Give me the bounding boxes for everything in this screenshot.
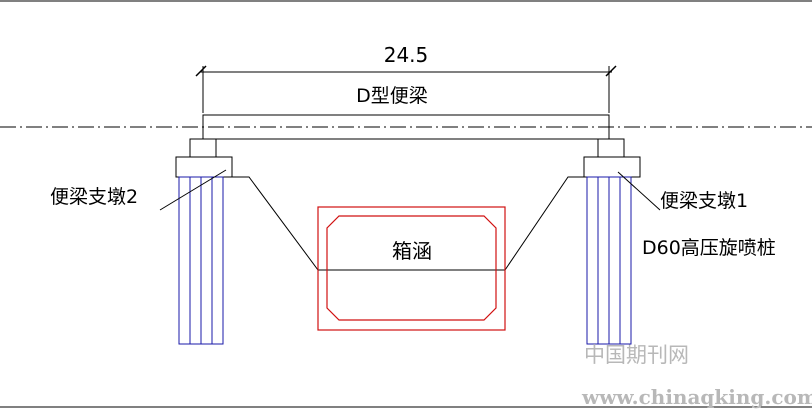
pier-right	[583, 138, 641, 345]
watermark-url: www.chinaqking.com	[581, 385, 812, 409]
dimension-annotation: 24.5	[195, 43, 617, 113]
dimension-value: 24.5	[384, 43, 429, 67]
pier-left-label: 便梁支墩2	[50, 186, 138, 208]
pier-right-cap	[583, 156, 641, 178]
culvert-inner-wall	[326, 215, 497, 321]
pier-left-piles	[178, 176, 224, 345]
excavation-profile	[232, 176, 584, 271]
dimension-tick-left	[195, 65, 207, 77]
watermark-cn: 中国期刊网	[584, 343, 689, 367]
pier-left-cap	[175, 156, 233, 178]
pier-right-bearing	[597, 138, 625, 158]
pier-left	[175, 138, 233, 345]
pier-left-bearing	[189, 138, 217, 158]
leader-pier-left	[159, 169, 227, 211]
box-culvert	[317, 206, 506, 331]
beam-body	[202, 114, 610, 140]
dimension-tick-right	[605, 65, 617, 77]
pile-label: D60高压旋喷桩	[642, 237, 776, 259]
d-type-beam: D型便梁	[202, 85, 610, 140]
pier-right-piles	[586, 176, 632, 345]
beam-label: D型便梁	[356, 85, 428, 107]
culvert-outer-wall	[317, 206, 506, 331]
culvert-label: 箱涵	[392, 239, 432, 263]
leader-pier-right	[617, 171, 661, 211]
pier-right-label: 便梁支墩1	[660, 190, 748, 212]
